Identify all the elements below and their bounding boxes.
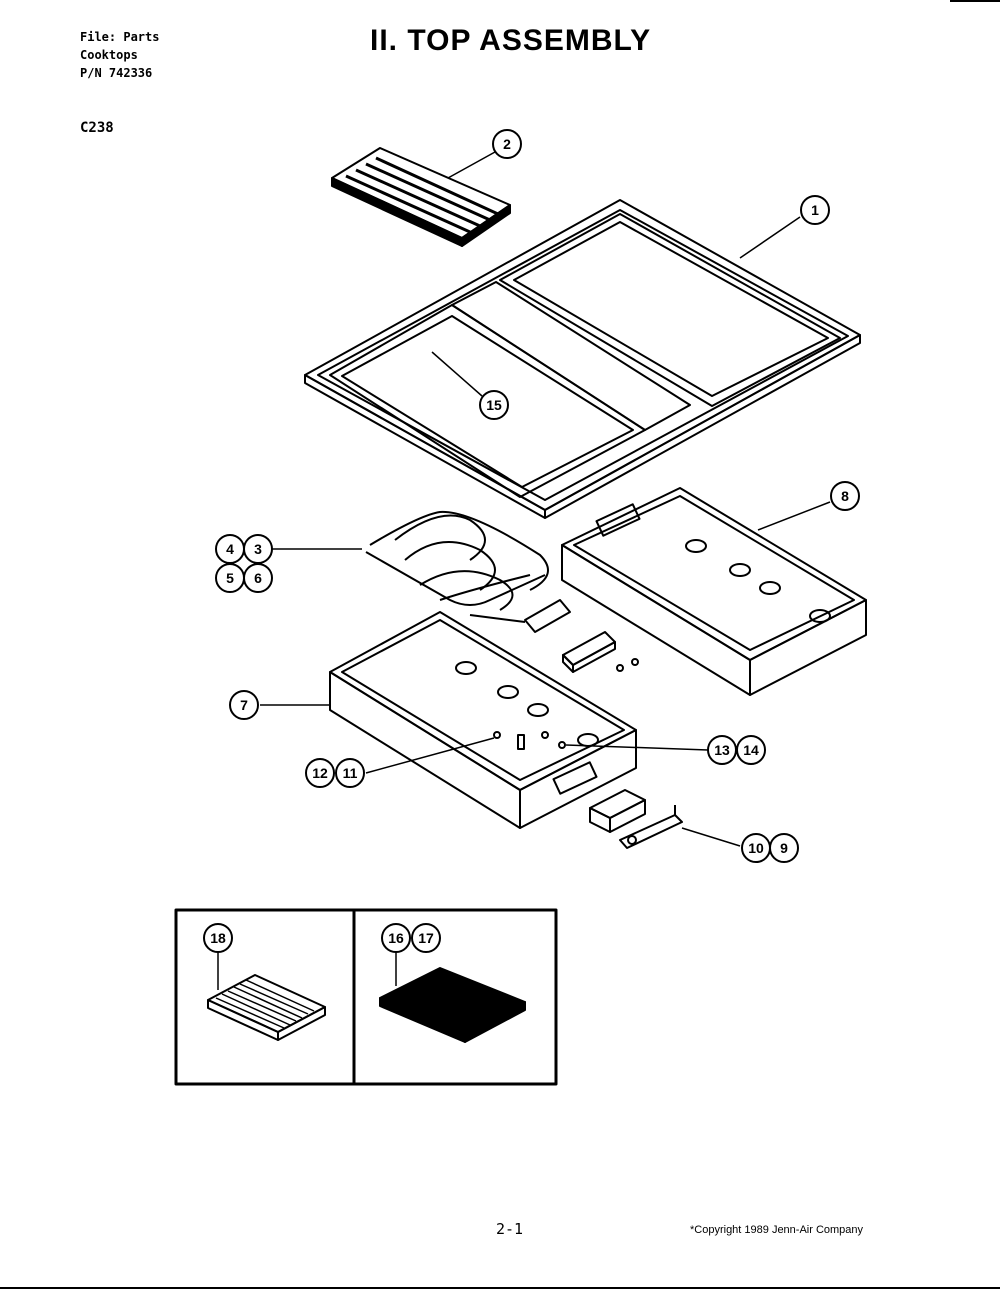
part-18-grate <box>207 974 326 1041</box>
callout-11: 11 <box>343 765 358 781</box>
callout-16: 16 <box>388 930 404 946</box>
callout-9: 9 <box>780 840 788 856</box>
callout-circle-17 <box>411 923 441 953</box>
callout-5: 5 <box>226 570 234 586</box>
callout-circle-1 <box>800 195 830 225</box>
callout-circle-16 <box>381 923 411 953</box>
part-2-grate <box>331 147 511 247</box>
part-16-17-rock-grate <box>379 967 526 1043</box>
callout-circle-12 <box>305 758 335 788</box>
callout-7: 7 <box>240 697 248 713</box>
header-part-number: P/N 742336 <box>80 66 153 80</box>
callout-circle-11 <box>335 758 365 788</box>
callout-1: 1 <box>811 202 819 218</box>
part-7-left-pan <box>329 611 637 829</box>
part-8-right-pan <box>561 487 867 696</box>
part-3-6-element <box>365 510 571 633</box>
part-1-top-frame <box>304 199 861 519</box>
callout-circle-14 <box>736 735 766 765</box>
callout-2: 2 <box>503 136 511 152</box>
callout-4: 4 <box>226 541 234 557</box>
callout-circle-9 <box>769 833 799 863</box>
header-file: File: Parts <box>80 30 160 44</box>
callout-13: 13 <box>714 742 730 758</box>
page-number: 2-1 <box>496 1220 524 1238</box>
callout-circle-8 <box>830 481 860 511</box>
corner-rule <box>950 0 1000 2</box>
callout-circle-2 <box>492 129 522 159</box>
callout-circle-6 <box>243 563 273 593</box>
callout-18: 18 <box>210 930 226 946</box>
callout-10: 10 <box>748 840 764 856</box>
callout-circle-15 <box>479 390 509 420</box>
part-9-10-receptacle <box>589 789 683 849</box>
model-number: C238 <box>80 120 114 136</box>
callout-8: 8 <box>841 488 849 504</box>
callout-17: 17 <box>418 930 434 946</box>
callout-3: 3 <box>254 541 262 557</box>
page-title: II. TOP ASSEMBLY <box>370 24 652 57</box>
callout-circle-18 <box>203 923 233 953</box>
bottom-rule <box>0 1287 1000 1289</box>
terminal-block <box>562 631 639 673</box>
callout-14: 14 <box>743 742 759 758</box>
copyright-notice: *Copyright 1989 Jenn-Air Company <box>690 1224 864 1236</box>
file-header: File: Parts Cooktops P/N 742336 <box>80 28 159 82</box>
callout-12: 12 <box>312 765 328 781</box>
callout-15: 15 <box>486 397 502 413</box>
callout-6: 6 <box>254 570 262 586</box>
accessory-box <box>174 908 558 1086</box>
callout-circle-7 <box>229 690 259 720</box>
header-category: Cooktops <box>80 48 138 62</box>
